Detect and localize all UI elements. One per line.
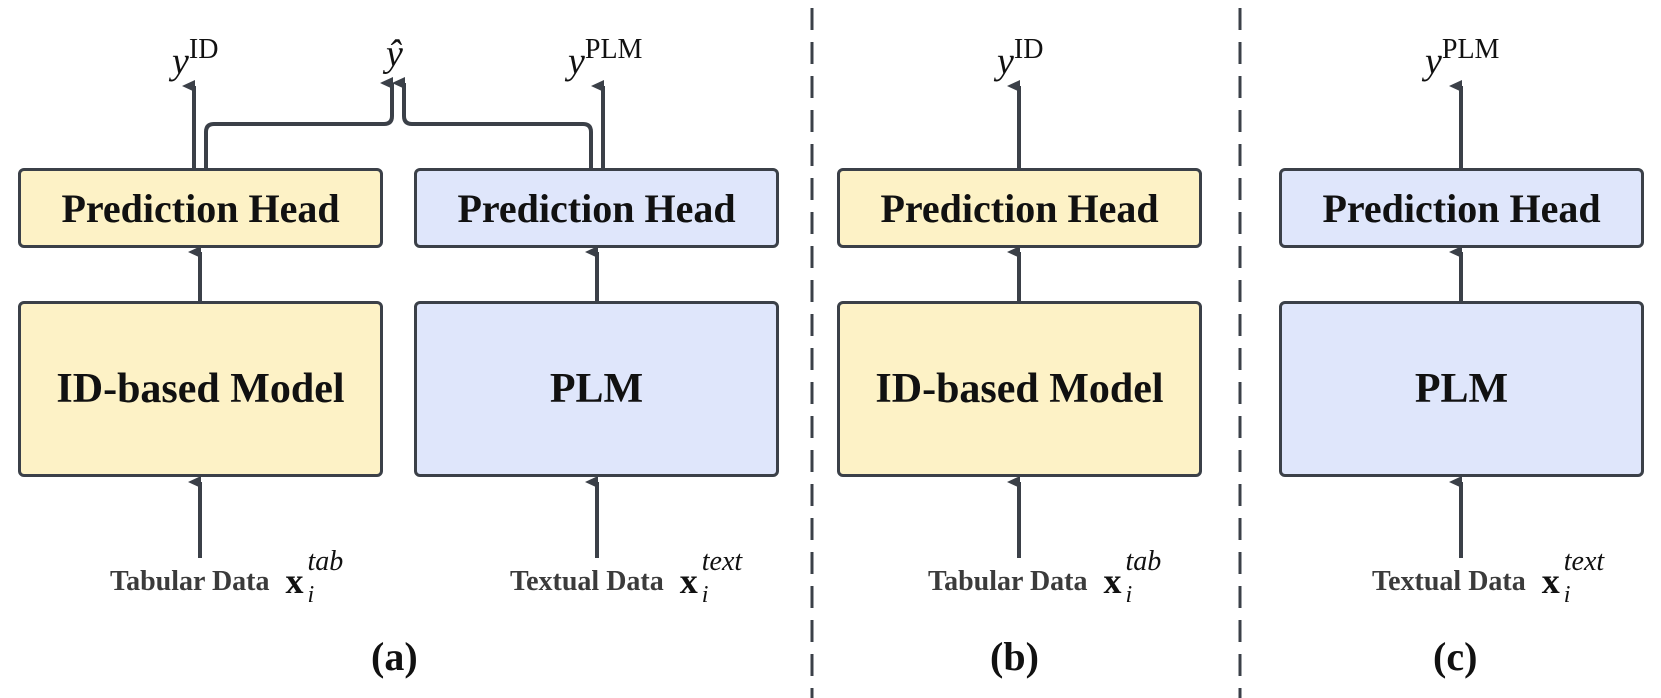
prediction-head-plm: Prediction Head [414, 168, 779, 248]
output-y-plm: yPLM [568, 34, 643, 83]
prediction-head-id: Prediction Head [18, 168, 383, 248]
output-y-id: yID [172, 34, 219, 83]
id-based-model-label: ID-based Model [56, 366, 345, 412]
id-based-model-box: ID-based Model [18, 301, 383, 477]
id-based-model-b-label: ID-based Model [875, 366, 1164, 412]
output-y-hat: ŷ [386, 33, 403, 75]
path-id-to-yhat [204, 77, 394, 168]
output-y-plm-c: yPLM [1425, 34, 1500, 83]
prediction-head-plm-label: Prediction Head [457, 185, 736, 231]
id-based-model-box-b: ID-based Model [837, 301, 1202, 477]
caption-c: (c) [1433, 634, 1478, 679]
caption-b: (b) [990, 634, 1039, 679]
prediction-head-c-label: Prediction Head [1322, 185, 1601, 231]
output-y-id-b: yID [997, 34, 1044, 83]
plm-c-label: PLM [1414, 366, 1509, 412]
plm-label: PLM [549, 366, 644, 412]
prediction-head-b-label: Prediction Head [880, 185, 1159, 231]
prediction-head-id-label: Prediction Head [61, 185, 340, 231]
caption-a: (a) [371, 634, 418, 679]
prediction-head-c: Prediction Head [1279, 168, 1644, 248]
prediction-head-b: Prediction Head [837, 168, 1202, 248]
plm-box: PLM [414, 301, 779, 477]
path-plm-to-yhat [392, 77, 593, 168]
plm-box-c: PLM [1279, 301, 1644, 477]
